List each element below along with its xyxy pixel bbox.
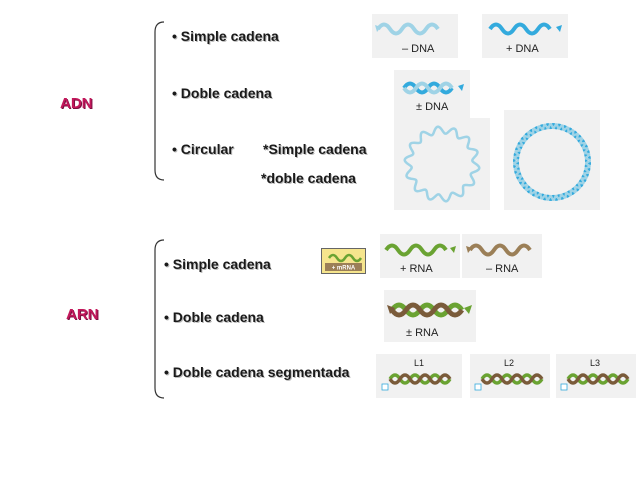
adn-item-doble-cadena: • Doble cadena bbox=[172, 85, 272, 101]
arn-label: ARN bbox=[66, 306, 99, 323]
minus-rna-figure: – RNA bbox=[462, 234, 542, 278]
segment-l2-label: L2 bbox=[504, 358, 514, 368]
minus-rna-label: – RNA bbox=[486, 263, 519, 275]
circular-single-dna-figure bbox=[394, 118, 490, 210]
arn-item-doble-cadena: • Doble cadena bbox=[164, 309, 264, 325]
plus-dna-label: + DNA bbox=[506, 43, 539, 55]
pm-dna-label: ± DNA bbox=[416, 101, 449, 113]
arn-item-simple-cadena: • Simple cadena bbox=[164, 256, 271, 272]
adn-item-simple-cadena: • Simple cadena bbox=[172, 28, 279, 44]
double-rna-figure: ± RNA bbox=[384, 290, 476, 342]
plus-dna-strand bbox=[488, 22, 552, 36]
mrna-badge-bar bbox=[325, 263, 362, 271]
double-dna-strand-b bbox=[402, 81, 454, 95]
double-rna-strand-b bbox=[389, 302, 465, 318]
segment-l3-cap bbox=[560, 383, 568, 391]
minus-rna-arrowhead bbox=[466, 246, 472, 253]
plus-dna-arrowhead bbox=[556, 25, 562, 32]
minus-dna-figure: – DNA bbox=[372, 14, 458, 58]
adn-item-circular: • Circular bbox=[172, 141, 234, 157]
segment-l3-label: L3 bbox=[590, 358, 600, 368]
mrna-strand bbox=[327, 253, 363, 263]
circular-double-dna-figure bbox=[504, 110, 600, 210]
plus-rna-arrowhead bbox=[450, 246, 456, 253]
segment-l1-strand-b bbox=[388, 373, 452, 385]
double-rna-arrowhead-left bbox=[387, 305, 395, 314]
circular-sub-doble-cadena: *doble cadena bbox=[261, 170, 356, 186]
double-dna-figure: ± DNA bbox=[394, 70, 470, 118]
circular-double-dna-ring-b bbox=[512, 122, 592, 202]
segment-l1-cap bbox=[381, 383, 389, 391]
mrna-badge-label: + mRNA bbox=[332, 266, 356, 272]
segment-l2-figure: L2 bbox=[470, 354, 550, 398]
arn-item-doble-cadena-segmentada: • Doble cadena segmentada bbox=[164, 364, 350, 380]
double-dna-arrowhead bbox=[458, 84, 464, 91]
double-rna-arrowhead-right bbox=[464, 305, 472, 314]
minus-dna-label: – DNA bbox=[402, 43, 435, 55]
segment-l2-strand-b bbox=[480, 373, 544, 385]
segment-l3-figure: L3 bbox=[556, 354, 636, 398]
segment-l1-figure: L1 bbox=[376, 354, 462, 398]
mrna-badge: + mRNA bbox=[321, 248, 366, 274]
plus-rna-label: + RNA bbox=[400, 263, 433, 275]
segment-l3-strand-b bbox=[566, 373, 630, 385]
minus-rna-strand bbox=[468, 243, 532, 257]
plus-rna-figure: + RNA bbox=[380, 234, 460, 278]
segment-l1-label: L1 bbox=[414, 358, 424, 368]
segment-l2-cap bbox=[474, 383, 482, 391]
adn-bracket bbox=[154, 21, 165, 181]
pm-rna-label: ± RNA bbox=[406, 327, 439, 339]
adn-label: ADN bbox=[60, 95, 93, 112]
minus-dna-arrowhead bbox=[375, 25, 381, 32]
circular-sub-simple-cadena: *Simple cadena bbox=[263, 141, 367, 157]
circular-single-dna-ring bbox=[403, 125, 481, 203]
minus-dna-strand bbox=[376, 22, 440, 36]
plus-rna-strand bbox=[384, 243, 448, 257]
arn-bracket bbox=[154, 239, 165, 399]
plus-dna-figure: + DNA bbox=[482, 14, 568, 58]
